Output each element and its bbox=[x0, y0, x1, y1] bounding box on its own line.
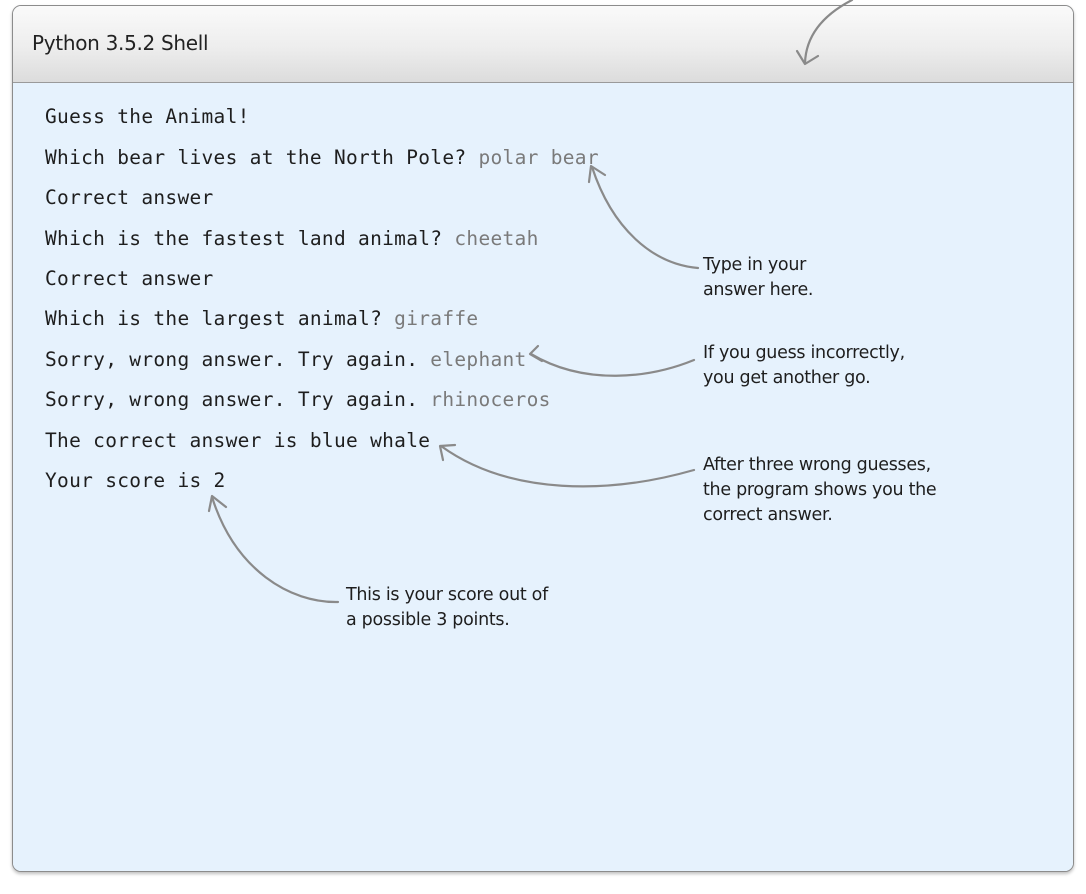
shell-output-text: Correct answer bbox=[45, 267, 214, 290]
annotation-text: This is your score out of bbox=[346, 585, 548, 605]
shell-output-text: Guess the Animal! bbox=[45, 105, 250, 128]
annotation-guess-incorrectly: If you guess incorrectly, you get anothe… bbox=[703, 341, 905, 391]
shell-line: Which bear lives at the North Pole? pola… bbox=[45, 146, 599, 170]
annotation-text: answer here. bbox=[703, 280, 814, 300]
user-input-text: cheetah bbox=[454, 227, 539, 250]
shell-output-text: Your score is 2 bbox=[45, 469, 226, 492]
shell-line: The correct answer is blue whale bbox=[45, 429, 430, 453]
shell-output-area[interactable]: Guess the Animal! Which bear lives at th… bbox=[13, 84, 1073, 871]
shell-output-text: Which is the fastest land animal? bbox=[45, 227, 455, 250]
annotation-text: After three wrong guesses, bbox=[703, 455, 931, 475]
shell-line: Guess the Animal! bbox=[45, 105, 250, 129]
python-shell-window: Python 3.5.2 Shell Guess the Animal! Whi… bbox=[12, 5, 1074, 872]
user-input-text: rhinoceros bbox=[430, 388, 551, 411]
shell-line: Correct answer bbox=[45, 186, 214, 210]
shell-output-text: Correct answer bbox=[45, 186, 214, 209]
window-titlebar[interactable]: Python 3.5.2 Shell bbox=[13, 6, 1073, 83]
annotation-three-wrong: After three wrong guesses, the program s… bbox=[703, 453, 937, 528]
shell-line: Sorry, wrong answer. Try again. elephant bbox=[45, 348, 527, 372]
annotation-text: the program shows you the bbox=[703, 480, 937, 500]
shell-output-text: Which is the largest animal? bbox=[45, 307, 395, 330]
window-title: Python 3.5.2 Shell bbox=[32, 31, 209, 55]
user-input-text: elephant bbox=[430, 348, 527, 371]
user-input-text: giraffe bbox=[394, 307, 479, 330]
shell-line: Which is the largest animal? giraffe bbox=[45, 307, 478, 331]
user-input-text: polar bear bbox=[478, 146, 599, 169]
shell-output-text: Sorry, wrong answer. Try again. bbox=[45, 348, 431, 371]
annotation-text: Type in your bbox=[703, 255, 807, 275]
shell-line: Sorry, wrong answer. Try again. rhinocer… bbox=[45, 388, 551, 412]
shell-line: Correct answer bbox=[45, 267, 214, 291]
annotation-type-answer: Type in your answer here. bbox=[703, 253, 813, 303]
shell-line: Your score is 2 bbox=[45, 469, 226, 493]
shell-output-text: Which bear lives at the North Pole? bbox=[45, 146, 479, 169]
annotation-text: If you guess incorrectly, bbox=[703, 343, 905, 363]
annotation-score: This is your score out of a possible 3 p… bbox=[346, 583, 548, 633]
shell-output-text: The correct answer is blue whale bbox=[45, 429, 431, 452]
shell-output-text: Sorry, wrong answer. Try again. bbox=[45, 388, 431, 411]
annotation-text: a possible 3 points. bbox=[346, 610, 510, 630]
annotation-text: correct answer. bbox=[703, 505, 833, 525]
shell-line: Which is the fastest land animal? cheeta… bbox=[45, 227, 539, 251]
annotation-text: you get another go. bbox=[703, 368, 871, 388]
